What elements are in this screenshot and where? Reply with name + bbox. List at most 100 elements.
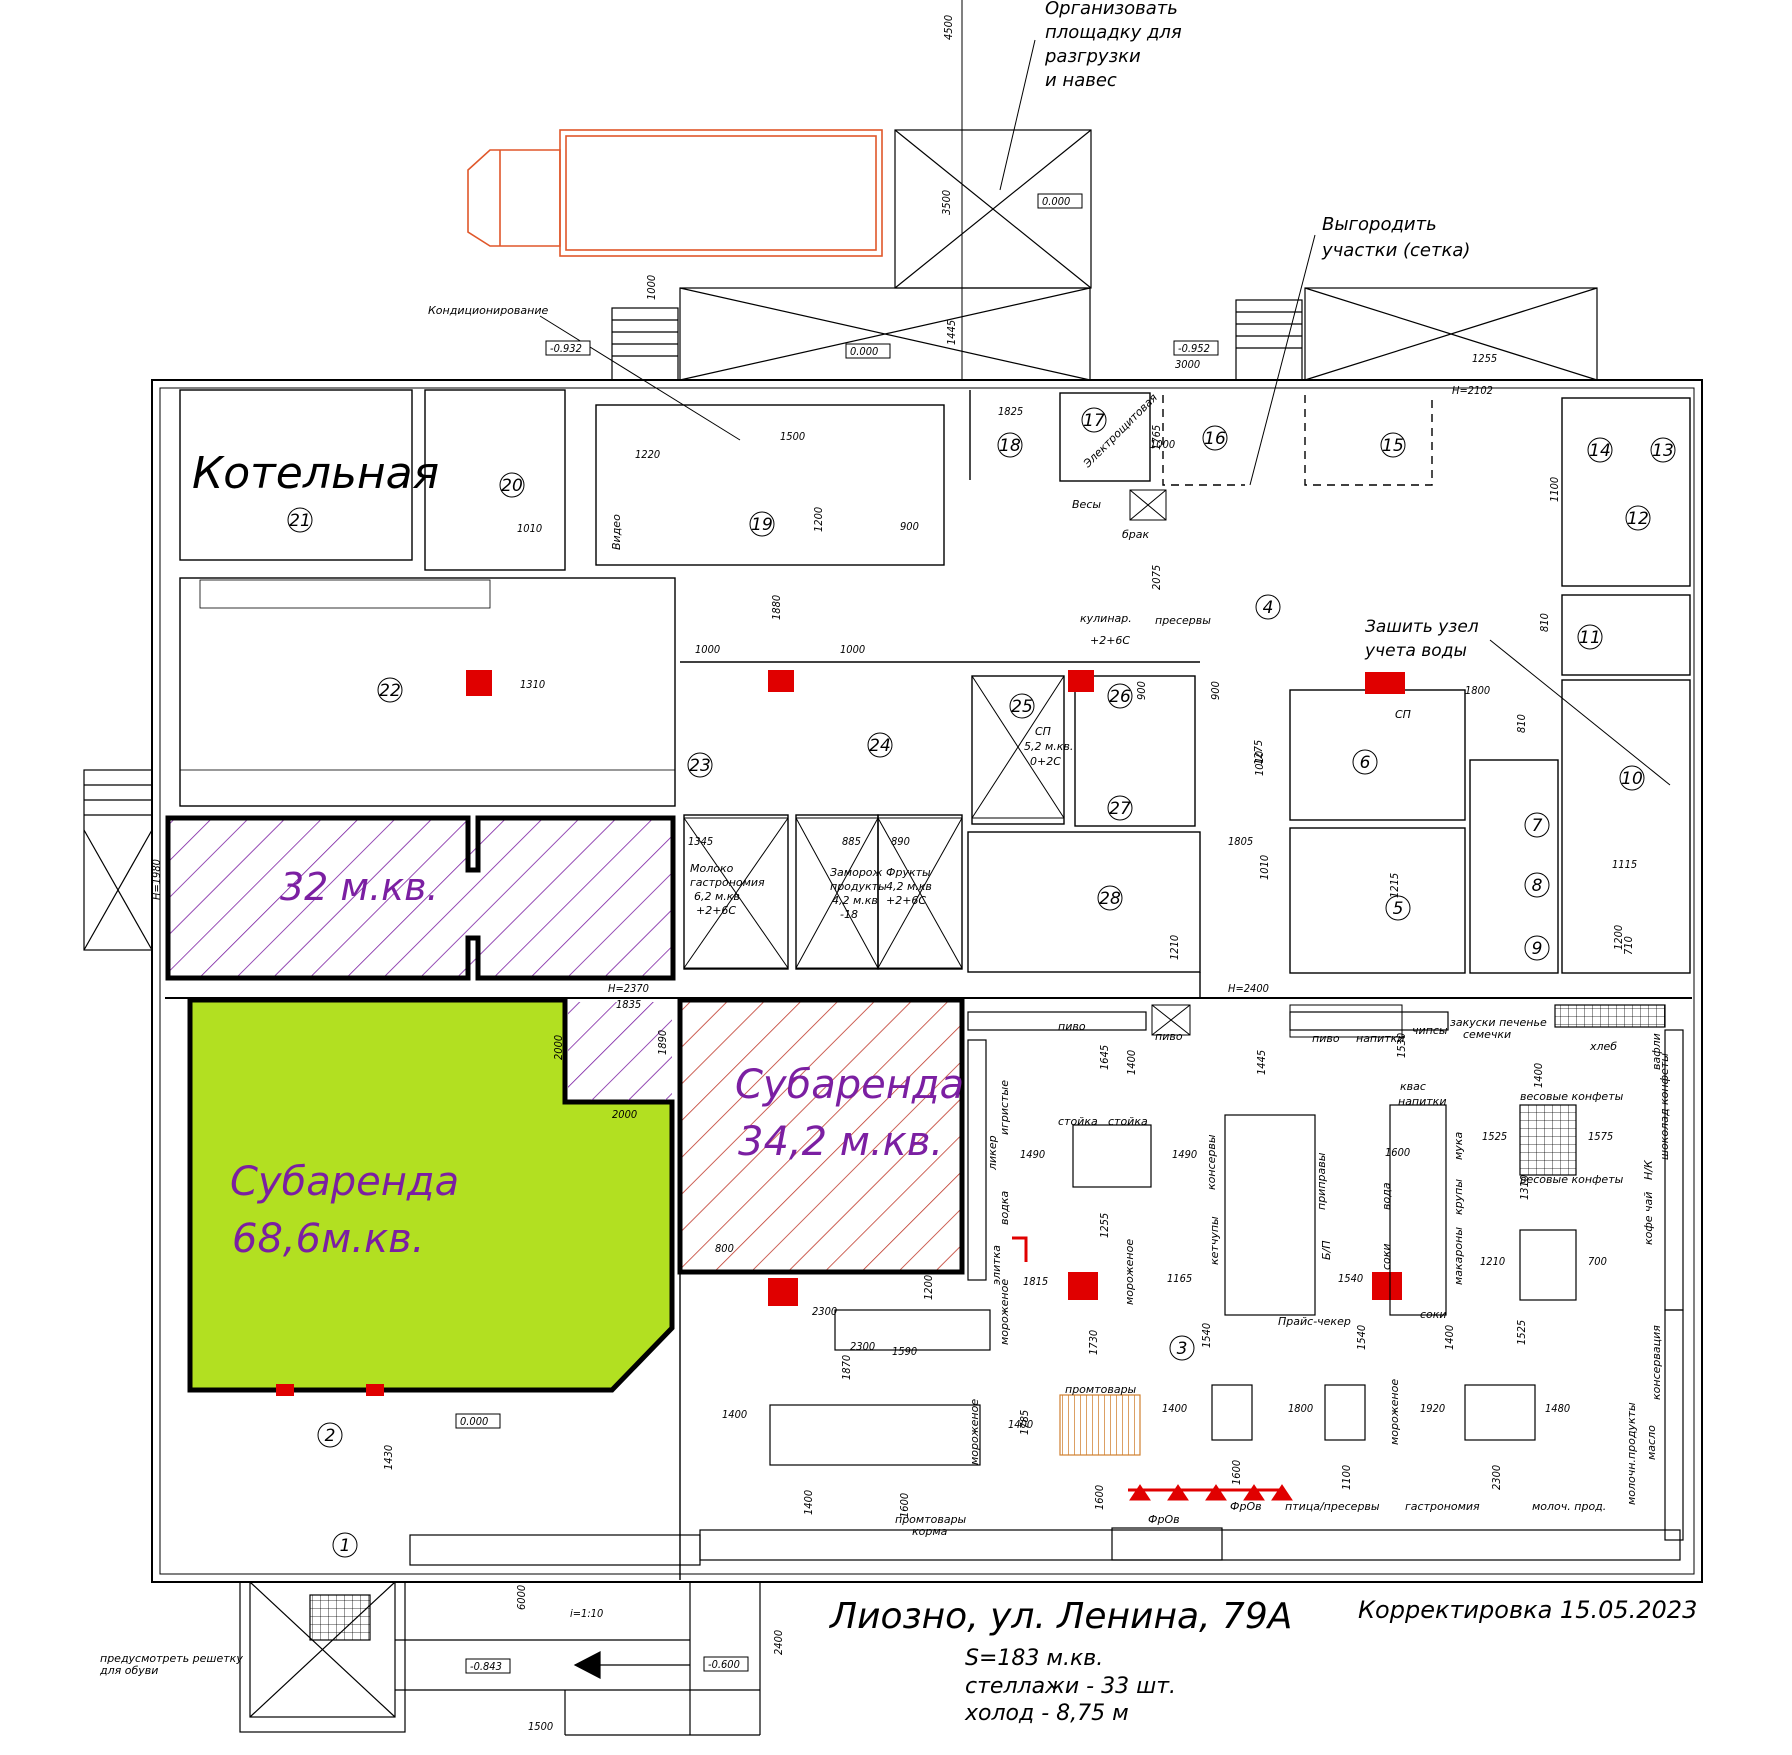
kvas-label: квас (1400, 1080, 1426, 1093)
level-value: -0.843 (470, 1660, 502, 1673)
beer-label-2: пиво (1155, 1030, 1183, 1043)
subrent-34-title: Субаренда (735, 1062, 964, 1108)
dimension-value: 1010 (1258, 855, 1271, 880)
room-number-circle (1625, 505, 1651, 531)
dimension-value: 1530 (1395, 1033, 1408, 1058)
room-number: 24 (869, 736, 891, 756)
room-number: 14 (1589, 441, 1611, 461)
video-label: Видео (610, 514, 623, 550)
dimension-value: 1765 (1150, 425, 1163, 450)
room-number-circle (499, 472, 525, 498)
dimension-value: 1210 (1168, 935, 1181, 960)
room-number: 2 (325, 1426, 336, 1446)
dimension-value: 810 (1538, 613, 1551, 632)
weighed-label-2: весовые конфеты (1520, 1173, 1624, 1186)
cooler-frozen-2: продукты (830, 880, 887, 893)
level-box (545, 340, 591, 356)
wine-label-1: ликер (986, 1135, 999, 1171)
dairy-label: молоч. прод. (1532, 1500, 1606, 1513)
hk-label: Н/К (1642, 1159, 1655, 1180)
promo-feed-label-2: корма (912, 1525, 948, 1538)
wine-label-2: игристые (998, 1080, 1011, 1135)
dimension-value: 2300 (850, 1340, 875, 1353)
preserves-label: пресервы (1155, 614, 1211, 627)
level-box (465, 1658, 511, 1674)
dimension-value: 1920 (1420, 1402, 1445, 1415)
level-value: 0.000 (460, 1415, 488, 1428)
dimension-value: 1525 (1482, 1130, 1507, 1143)
cooler-fruit-2: 4,2 м.кв (886, 880, 932, 893)
subrent-68-area: Субаренда 68,6м.кв. (187, 997, 675, 1393)
unloading-note-2: площадку для (1045, 22, 1182, 43)
dimension-value: 1540 (1200, 1323, 1213, 1348)
dimension-value: 1600 (898, 1493, 911, 1518)
water-note-2: учета воды (1364, 641, 1467, 661)
stand-label-2: стойка (1108, 1115, 1148, 1128)
level-box (703, 1656, 749, 1672)
dimension-value: 1010 (517, 522, 542, 535)
dimension-value: 1310 (520, 678, 545, 691)
room-number-circle (1169, 1335, 1195, 1361)
temp-label: +2+6С (1090, 634, 1130, 647)
dimension-value: 1200 (1612, 925, 1625, 950)
room-number-circle (332, 1532, 358, 1558)
fixture-labels: Молоко гастрономия 6,2 м.кв +2+6С Заморо… (690, 612, 1671, 1538)
cooler-frozen-3: 4,2 м.кв (832, 894, 878, 907)
room-number-circle (1619, 765, 1645, 791)
cooler-sp-1: СП (1035, 725, 1051, 738)
entrance-ramp (239, 1581, 761, 1736)
height-label-2: H=1980 (150, 859, 163, 900)
dimension-value: 1200 (812, 507, 825, 532)
beer-label-1: пиво (1058, 1020, 1086, 1033)
room-number: 8 (1532, 876, 1543, 896)
room-number-circle (1097, 885, 1123, 911)
water-label: вода (1380, 1182, 1393, 1210)
drinks-label-2: напитки (1398, 1095, 1446, 1108)
dimension-value: 900 (1135, 681, 1148, 700)
room-number: 17 (1083, 411, 1105, 431)
area-32: 32 м.кв. (165, 815, 676, 981)
room-number: 27 (1109, 799, 1131, 819)
dimension-value: 1100 (1340, 1465, 1353, 1490)
dimension-value: 1600 (1230, 1460, 1243, 1485)
dimension-value: 1600 (1385, 1146, 1410, 1159)
height-labels: H=2102 H=1980 H=2370 H=2400 i=1:10 (150, 384, 1493, 1620)
dimension-value: 2000 (612, 1108, 637, 1121)
dimension-value: 700 (1588, 1255, 1607, 1268)
room-number-circle (1107, 795, 1133, 821)
level-box (1037, 193, 1083, 209)
title-block: Лиозно, ул. Ленина, 79А Корректировка 15… (828, 1596, 1697, 1726)
stand-label-1: стойка (1058, 1115, 1098, 1128)
waffles-label: вафли (1650, 1033, 1663, 1070)
room-number: 15 (1382, 436, 1404, 456)
dimension-value: 1645 (1098, 1045, 1111, 1070)
dimension-value: 1445 (1255, 1050, 1268, 1075)
room-number-circle (867, 732, 893, 758)
dimension-value: 4500 (942, 15, 955, 40)
dimension-value: 1430 (382, 1445, 395, 1470)
cooler-fruit-1: Фрукты (886, 866, 931, 879)
room-number: 18 (999, 436, 1021, 456)
dimension-value: 890 (891, 835, 910, 848)
dimension-value: 1400 (1008, 1418, 1033, 1431)
level-value: -0.932 (550, 342, 582, 355)
dimension-value: 1825 (998, 405, 1023, 418)
room-number-circle (749, 511, 775, 537)
icecream-label-1: мороженое (1123, 1239, 1136, 1305)
icecream-label-2: мороженое (998, 1279, 1011, 1345)
height-label-1: H=2102 (1452, 384, 1493, 397)
room-number: 9 (1532, 939, 1543, 959)
level-box (455, 1413, 501, 1429)
dimension-value: 1000 (695, 643, 720, 656)
fence-note-1: Выгородить (1322, 214, 1437, 235)
shelving (409, 1004, 1684, 1566)
dimension-value: 1000 (645, 275, 658, 300)
dimension-value: 1500 (780, 430, 805, 443)
dimension-value: 1000 (840, 643, 865, 656)
address-title: Лиозно, ул. Ленина, 79А (828, 1596, 1292, 1637)
room-number-circle (1352, 749, 1378, 775)
dimension-value: 900 (900, 520, 919, 533)
room-number-circle (1650, 437, 1676, 463)
room-numbers: 1234567891011121314151617181920212223242… (287, 407, 1676, 1558)
